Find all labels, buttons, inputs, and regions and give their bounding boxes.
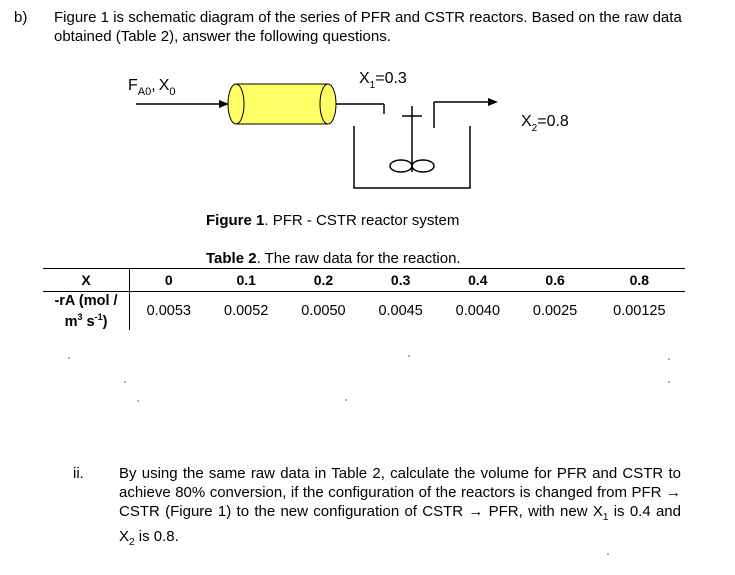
scan-speck [668,381,670,383]
x-cell: 0.2 [284,268,363,292]
question-intro: Figure 1 is schematic diagram of the ser… [54,9,682,45]
rate-cell: 0.0050 [301,303,346,319]
table-rate-row: -rA (mol / m3 s-1) 0.0053 0.0052 0.0050 … [43,291,685,330]
header-x-label: X [43,268,130,292]
cstr-reactor [353,106,471,189]
rate-cell: 0.0052 [224,303,269,319]
part-ii-label: ii. [73,465,84,482]
reactor-diagram: FA0,X0 X1=0.3 X2=0.8 [128,70,569,189]
pfr-reactor [227,83,337,125]
figure-caption: Figure 1. PFR - CSTR reactor system [206,212,460,229]
scan-speck [408,355,410,357]
scan-speck [607,553,609,555]
x-cell: 0.8 [593,268,685,292]
x-cell: 0.1 [207,268,285,292]
rate-cell: 0.0025 [532,303,578,319]
x-cell: 0.3 [362,268,440,292]
rate-cell: 0.00125 [613,303,666,319]
table-caption: Table 2. The raw data for the reaction. [206,250,461,267]
part-ii-text: By using the same raw data in Table 2, c… [119,465,681,548]
rate-cell: 0.0040 [455,303,501,319]
x-cell: 0.4 [439,268,517,292]
x-cell: 0.6 [516,268,594,292]
table-header-row: X 0 0.1 0.2 0.3 0.4 0.6 0.8 [43,268,685,292]
cstr-outlet-arrow [433,98,498,128]
pfr-to-cstr-pipe [336,103,385,114]
rate-cell: 0.0045 [378,303,423,319]
feed-arrow [136,100,229,108]
x1-label: X1=0.3 [359,70,407,91]
feed-label: FA0,X0 [128,77,176,98]
scan-speck [137,400,139,402]
x-cell: 0 [129,268,208,292]
scan-speck [68,357,70,359]
scan-speck [124,381,126,383]
data-table: X 0 0.1 0.2 0.3 0.4 0.6 0.8 -rA (mol / m… [43,268,685,330]
rate-cell: 0.0053 [146,303,191,319]
scan-speck [345,399,347,401]
scan-speck [668,358,670,360]
question-label: b) [14,9,28,26]
x2-label: X2=0.8 [521,113,569,134]
rate-row-label: -rA (mol / m3 s-1) [43,291,130,330]
